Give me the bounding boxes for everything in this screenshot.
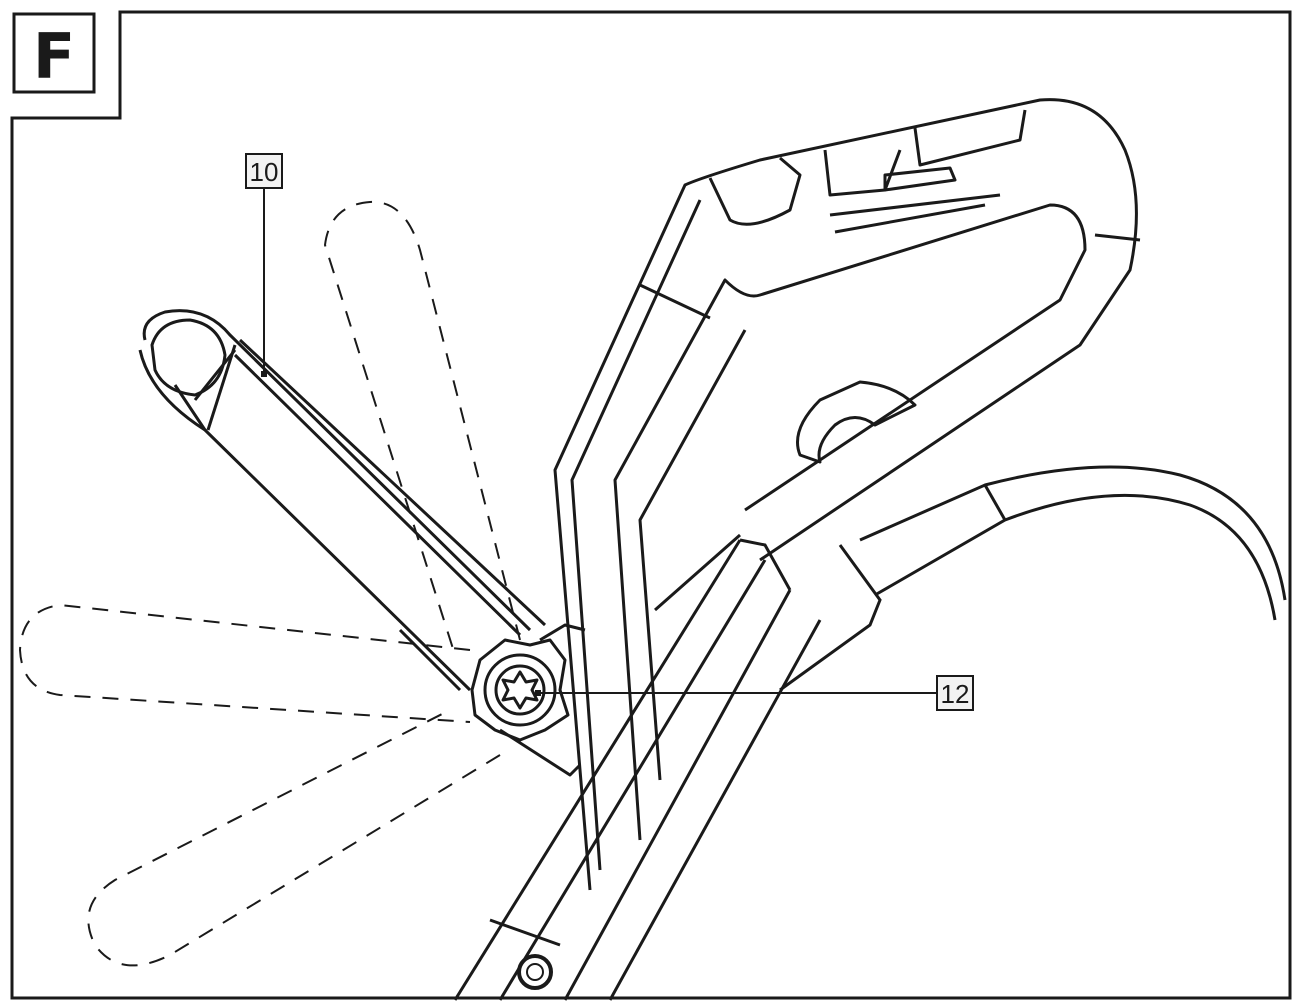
main-handle-frame	[553, 98, 1141, 891]
panel-frame	[10, 10, 1292, 1000]
torx-socket	[501, 670, 539, 710]
callout-12: 12	[535, 675, 974, 711]
dashed-position-upright	[323, 200, 521, 656]
trimmer-shaft	[453, 538, 822, 1001]
alternate-handle-positions	[18, 200, 521, 967]
auxiliary-handle	[138, 309, 586, 777]
callout-10-label: 10	[250, 157, 279, 187]
panel-letter-box: F	[12, 12, 96, 94]
dashed-position-horizontal	[18, 603, 471, 723]
power-cable	[779, 465, 1287, 692]
callout-12-label: 12	[941, 679, 970, 709]
callout-10: 10	[245, 153, 283, 377]
panel-letter: F	[33, 20, 75, 93]
dashed-position-down	[87, 709, 501, 967]
cable-hook	[796, 380, 917, 464]
shaft-screw	[517, 954, 553, 990]
handle-locking-knob	[470, 638, 570, 742]
